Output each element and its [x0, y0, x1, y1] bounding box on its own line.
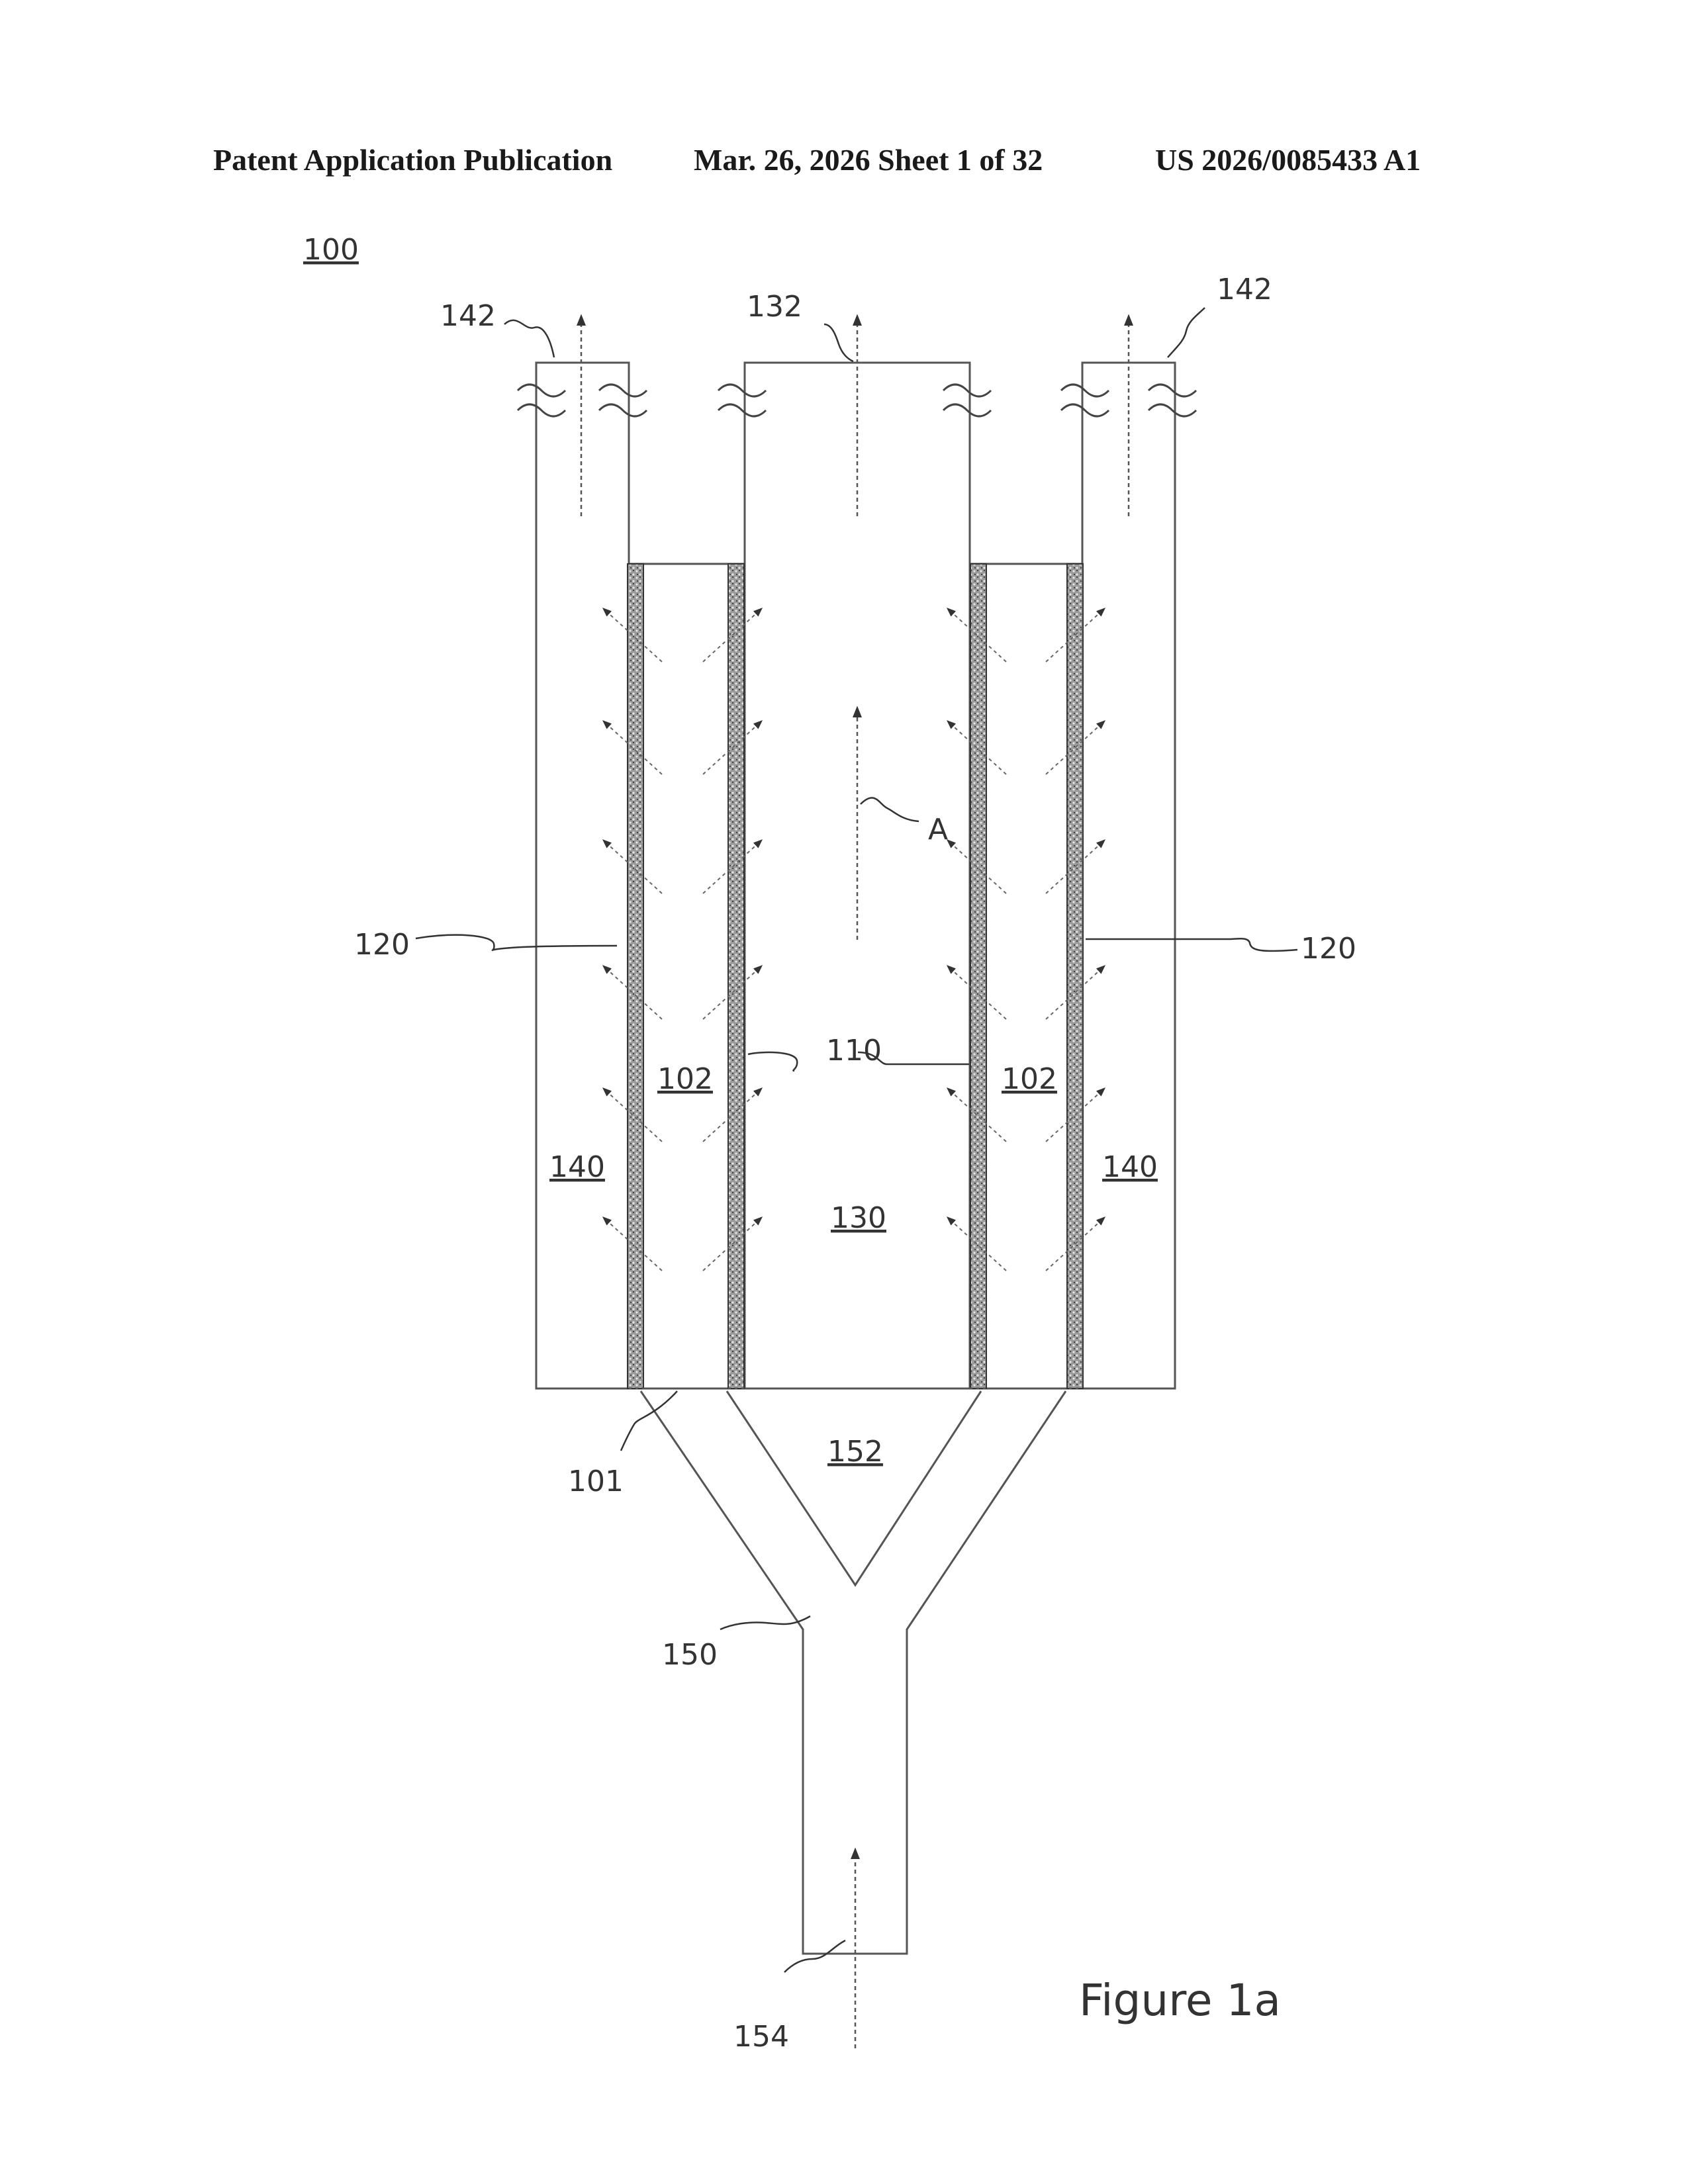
outlet-right-label: 142	[1217, 273, 1272, 306]
y-manifold	[641, 1391, 1066, 1954]
chamber-left	[629, 564, 745, 1388]
channel-right-label: 140	[1102, 1150, 1158, 1184]
outlet-left-label: 142	[440, 299, 496, 333]
outlet-center-label: 132	[747, 290, 802, 324]
outer-layer-left-label: 120	[354, 928, 410, 962]
outer-layer-right-label: 120	[1301, 932, 1356, 966]
flow-axis-label: A	[928, 813, 948, 846]
permeation-arrows	[604, 609, 1104, 1271]
chamber-right-label: 102	[1002, 1062, 1057, 1096]
membrane-inner-left	[728, 564, 744, 1388]
leader-lines	[416, 308, 1297, 1972]
membrane-inner-right	[970, 564, 986, 1388]
chamber-left-label: 102	[657, 1062, 713, 1096]
splitter-label: 101	[568, 1465, 624, 1498]
inlet-junction-label: 150	[662, 1638, 718, 1672]
flow-arrows	[581, 316, 1129, 2048]
core-channel-label: 130	[831, 1201, 886, 1235]
device-ref-label: 100	[303, 233, 359, 267]
channel-left-label: 140	[549, 1150, 605, 1184]
inlet-label: 154	[733, 2020, 789, 2054]
outer-channel-left	[536, 363, 629, 1388]
membrane-outer-right	[1067, 564, 1083, 1388]
figure-title: Figure 1a	[1079, 1975, 1281, 2026]
inner-layer-label: 110	[826, 1034, 882, 1068]
outer-channel-right	[1082, 363, 1175, 1388]
membrane-outer-left	[628, 564, 643, 1388]
manifold-label: 152	[827, 1435, 883, 1469]
